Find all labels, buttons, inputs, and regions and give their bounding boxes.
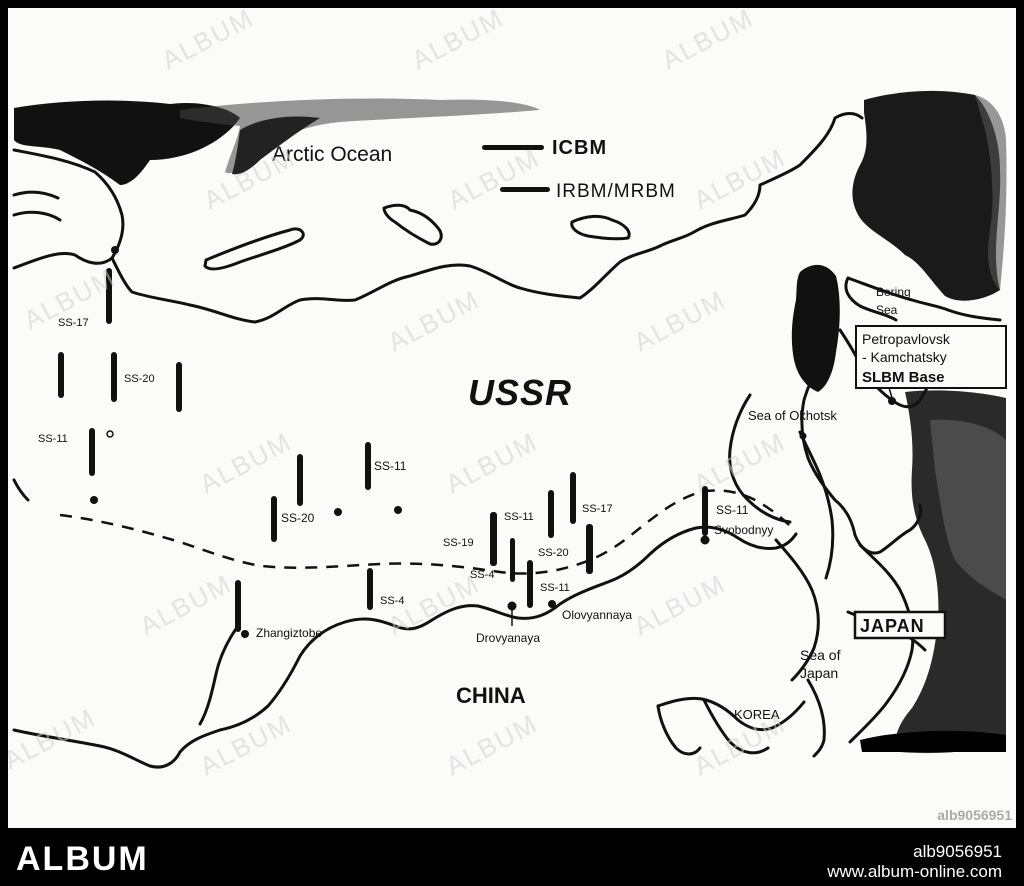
base-dot [888, 397, 896, 405]
missile-icon [271, 496, 277, 542]
legend-irbm-mark [500, 187, 550, 192]
missile-icon [89, 428, 95, 476]
missile-icon [548, 490, 554, 538]
sea-of-japan-label-2: Japan [800, 665, 838, 681]
legend-icbm-mark [482, 145, 544, 150]
petropavlovsk-label-3: SLBM Base [862, 369, 945, 386]
missile-label: SS-4 [380, 595, 404, 607]
sea-of-okhotsk-label: Sea of Okhotsk [748, 408, 837, 423]
arctic-ocean-label: Arctic Ocean [272, 143, 392, 166]
missile-label: SS-20 [124, 373, 155, 385]
japan-box [853, 610, 947, 640]
missile-icon [510, 538, 515, 582]
ussr-label: USSR [468, 372, 572, 413]
base-dot [111, 246, 119, 254]
base-dot [394, 506, 402, 514]
image-id: alb9056951 [913, 842, 1002, 861]
legend-icbm-label: ICBM [552, 137, 607, 159]
base-dot [90, 496, 98, 504]
bering-sea-label-1: Bering [876, 285, 911, 299]
petropavlovsk-label-1: Petropavlovsk [862, 331, 951, 347]
missile-icon [297, 454, 303, 506]
missile-icon [527, 560, 533, 608]
missile-icon [106, 268, 112, 324]
base-dot [241, 630, 249, 638]
footer-bar: ALBUM alb9056951 www.album-online.com [0, 836, 1024, 886]
olovyannaya-label: Olovyannaya [562, 608, 632, 622]
zhangiztobe-label: Zhangiztobe [256, 626, 322, 640]
missile-label: SS-20 [538, 547, 569, 559]
drovyanaya-label: Drovyanaya [476, 631, 540, 645]
missile-label: SS-20 [281, 511, 315, 525]
missile-label: SS-4 [470, 569, 494, 581]
missile-icon [58, 352, 64, 398]
missile-label: SS-11 [374, 459, 407, 473]
site-url[interactable]: www.album-online.com [827, 862, 1002, 881]
missile-icon [490, 512, 497, 566]
watermark-corner-id: alb9056951 [937, 807, 1012, 823]
legend-irbm-label: IRBM/MRBM [556, 181, 676, 202]
missile-icon [586, 524, 593, 574]
missile-icon [235, 580, 241, 632]
sea-of-japan-label-1: Sea of [800, 647, 841, 663]
coastlines [12, 112, 1002, 769]
base-dots [90, 246, 896, 638]
missile-icon [365, 442, 371, 490]
bering-sea-label-2: Sea [876, 303, 898, 317]
missile-icon [367, 568, 373, 610]
missile-label: SS-11 [540, 582, 570, 594]
missile-label: SS-11 [504, 511, 534, 523]
missile-label: SS-19 [443, 537, 474, 549]
petropavlovsk-label-2: - Kamchatsky [862, 349, 947, 365]
crayon-shading [14, 90, 1007, 754]
missile-label: SS-11 [38, 433, 68, 445]
legend: ICBM IRBM/MRBM [482, 137, 676, 202]
japan-label: JAPAN [860, 616, 925, 636]
album-logo[interactable]: ALBUM [16, 840, 149, 878]
base-dot [106, 430, 114, 438]
base-dot [334, 508, 342, 516]
railway-line [59, 489, 791, 575]
petropavlovsk-box [855, 325, 1007, 389]
base-dot [700, 535, 710, 545]
missile-markers [58, 268, 708, 632]
missile-icon [176, 362, 182, 412]
missile-label: SS-17 [58, 317, 89, 329]
map-svg: ICBM IRBM/MRBM [0, 2, 1016, 828]
svobodnyy-label: Svobodnyy [714, 523, 773, 537]
missile-icon [570, 472, 576, 524]
base-dot [799, 432, 807, 440]
china-label: CHINA [456, 683, 526, 708]
missile-label: SS-17 [582, 503, 613, 515]
base-dot [548, 600, 556, 608]
korea-label: KOREA [734, 707, 780, 722]
missile-label: SS-11 [716, 503, 749, 517]
missile-icon [111, 352, 117, 402]
missile-icon [702, 486, 708, 536]
